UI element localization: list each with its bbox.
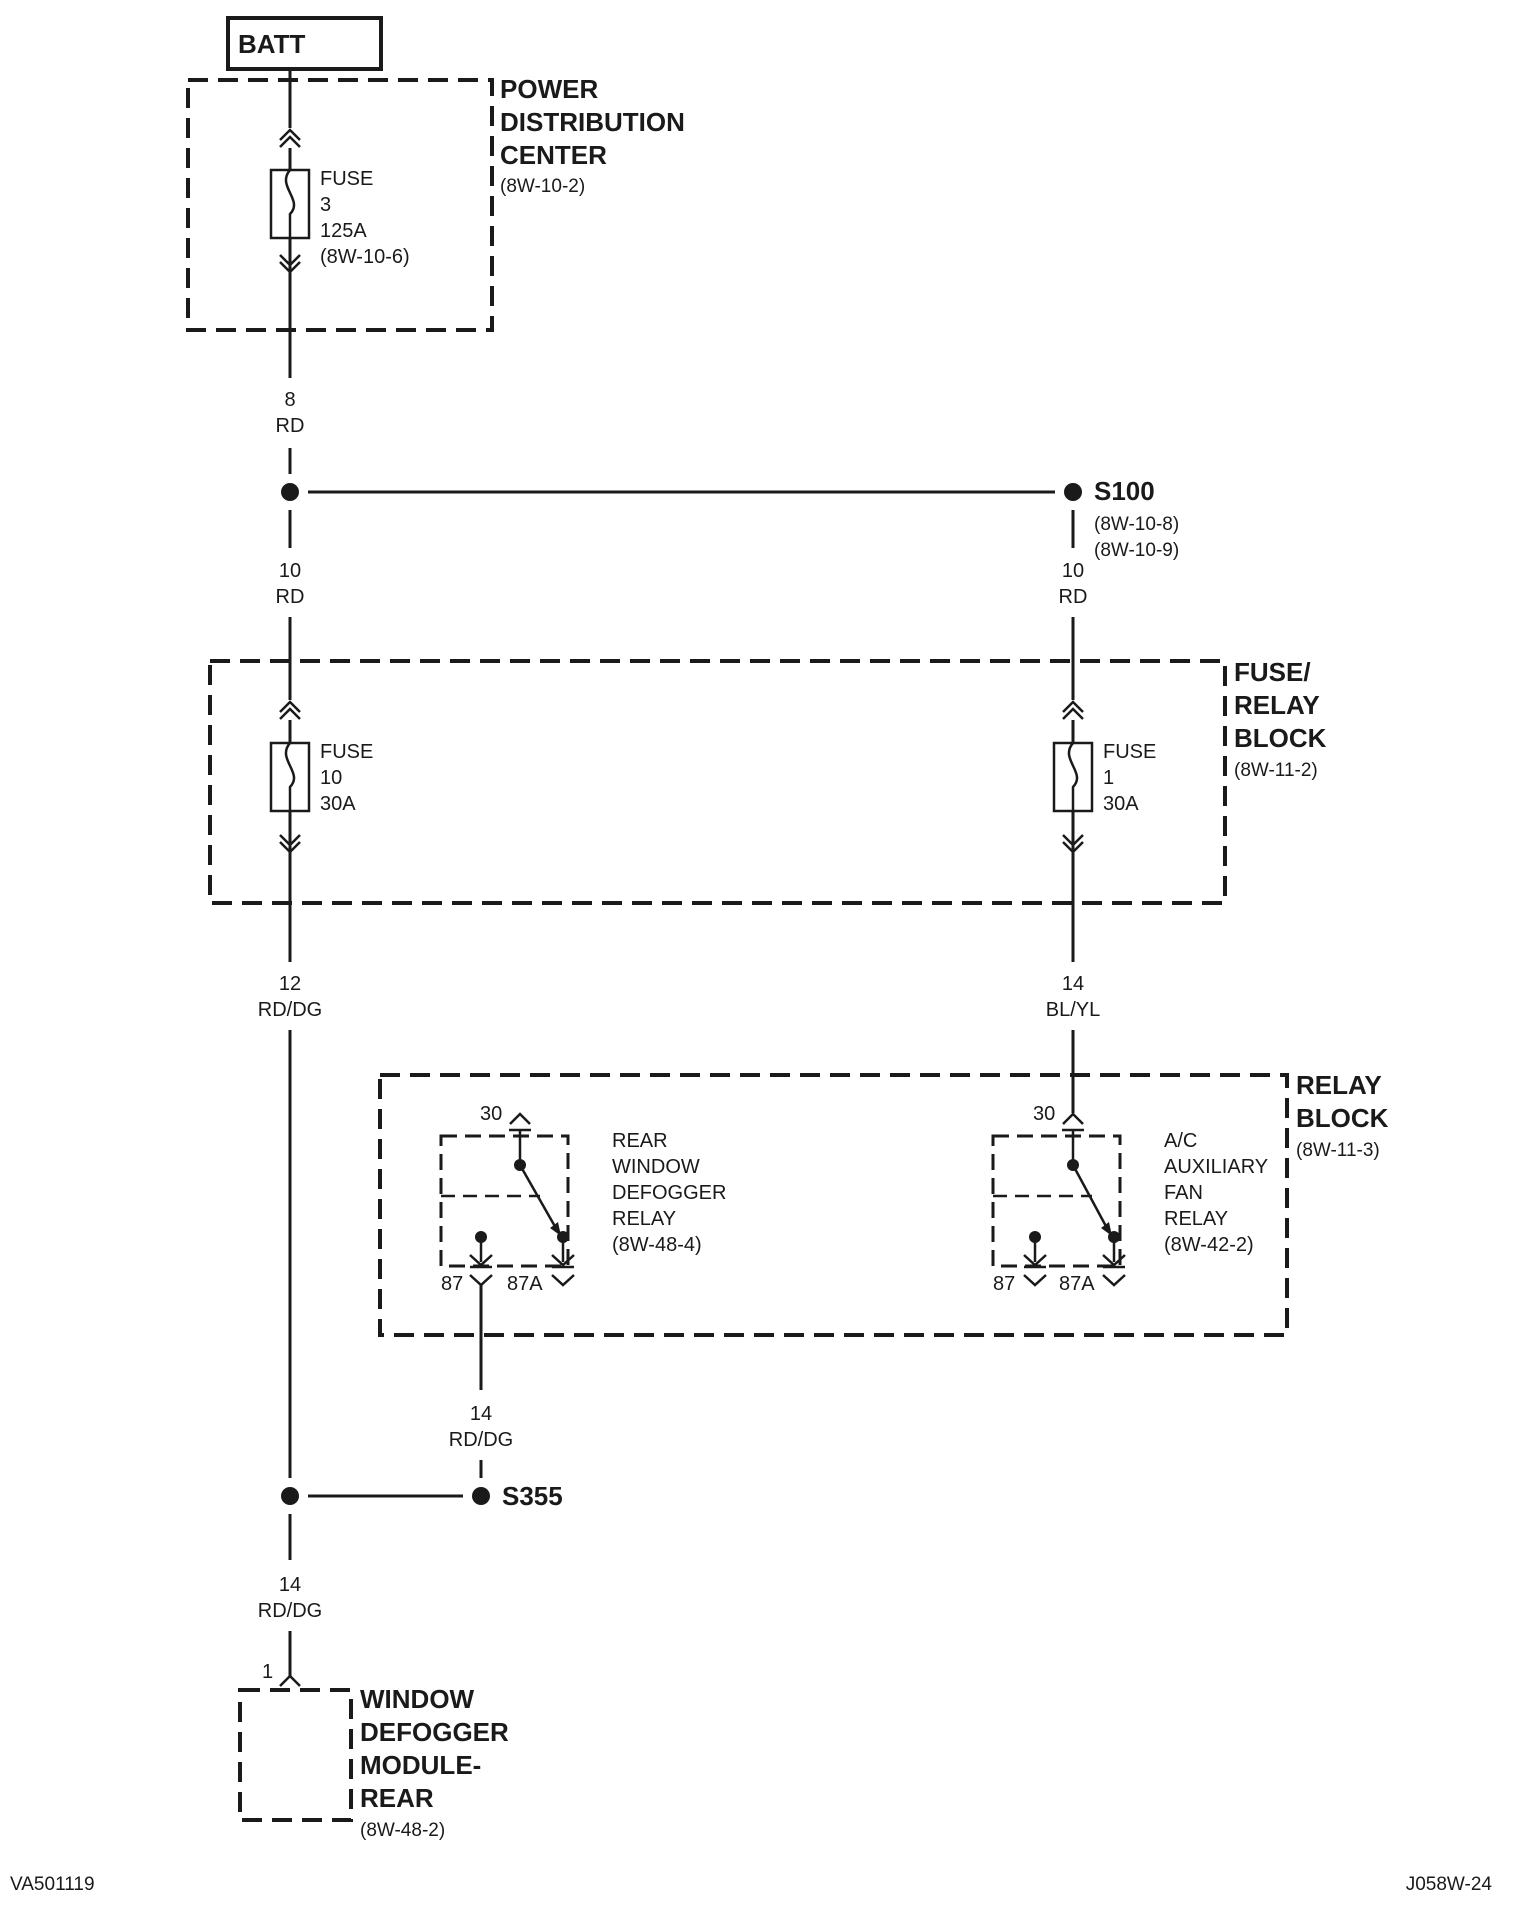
wire-10-left-color: RD xyxy=(276,586,305,608)
ac-aux-fan-relay xyxy=(991,1112,1126,1287)
fuse-10-label-2: 10 xyxy=(320,767,342,789)
ac-relay-label-4: RELAY xyxy=(1164,1208,1228,1230)
s100-label: S100 xyxy=(1094,476,1155,506)
rear-relay-label-3: DEFOGGER xyxy=(612,1182,726,1204)
fuse-1-label-1: FUSE xyxy=(1103,741,1156,763)
splice-s355 xyxy=(472,1487,490,1505)
s355-label: S355 xyxy=(502,1481,563,1511)
battery-box xyxy=(226,16,383,71)
wire-14-rddg-relay-gauge: 14 xyxy=(470,1403,492,1425)
wire-10-left-gauge: 10 xyxy=(279,560,301,582)
wire-14-rddg-module-color: RD/DG xyxy=(258,1600,322,1622)
fuse-3-label-2: 3 xyxy=(320,194,331,216)
rear-relay-label-1: REAR xyxy=(612,1130,668,1152)
ac-relay-pin87a: 87A xyxy=(1059,1273,1095,1295)
s100-ref-2: (8W-10-9) xyxy=(1094,540,1179,561)
pdc-title-1: POWER xyxy=(500,74,598,104)
fuse-1-label-3: 30A xyxy=(1103,793,1139,815)
pdc-box xyxy=(186,78,494,332)
wire-8-gauge: 8 xyxy=(284,389,295,411)
rear-relay-label-2: WINDOW xyxy=(612,1156,700,1178)
s100-ref-1: (8W-10-8) xyxy=(1094,514,1179,535)
wire-8-color: RD xyxy=(276,415,305,437)
footer-left: VA501119 xyxy=(10,1874,95,1895)
module-ref: (8W-48-2) xyxy=(360,1820,445,1841)
rb-ref: (8W-11-3) xyxy=(1296,1140,1380,1161)
pdc-title-2: DISTRIBUTION xyxy=(500,107,685,137)
splice-s100 xyxy=(1064,483,1082,501)
module-title-1: WINDOW xyxy=(360,1684,475,1714)
splice-left-bottom xyxy=(281,1487,299,1505)
wire-10-right-gauge: 10 xyxy=(1062,560,1084,582)
wire-12-gauge: 12 xyxy=(279,973,301,995)
frb-title-3: BLOCK xyxy=(1234,723,1327,753)
module-title-4: REAR xyxy=(360,1783,434,1813)
defogger-module-box xyxy=(238,1688,353,1822)
rear-defogger-relay xyxy=(439,1112,575,1287)
wire-14-rddg-relay-color: RD/DG xyxy=(449,1429,513,1451)
splice-left-top xyxy=(281,483,299,501)
footer-right: J058W-24 xyxy=(1406,1874,1493,1895)
battery-label: BATT xyxy=(238,29,306,59)
relay-block-box xyxy=(378,1073,1289,1337)
module-pin: 1 xyxy=(262,1661,273,1683)
fuse-3-label-1: FUSE xyxy=(320,168,373,190)
wire-14-rddg-module-gauge: 14 xyxy=(279,1574,301,1596)
frb-title-1: FUSE/ xyxy=(1234,657,1311,687)
frb-title-2: RELAY xyxy=(1234,690,1320,720)
module-title-2: DEFOGGER xyxy=(360,1717,509,1747)
frb-ref: (8W-11-2) xyxy=(1234,760,1318,781)
fuse-1-symbol xyxy=(1052,700,1094,854)
wire-10-right-color: RD xyxy=(1059,586,1088,608)
ac-relay-label-1: A/C xyxy=(1164,1130,1197,1152)
rear-relay-label-4: RELAY xyxy=(612,1208,676,1230)
rear-relay-pin87: 87 xyxy=(441,1273,463,1295)
ac-relay-pin30: 30 xyxy=(1033,1103,1055,1125)
rear-relay-pin30: 30 xyxy=(480,1103,502,1125)
pdc-title-3: CENTER xyxy=(500,140,607,170)
fuse-3-label-4: (8W-10-6) xyxy=(320,246,410,268)
fuse-3-label-3: 125A xyxy=(320,220,367,242)
ac-relay-label-2: AUXILIARY xyxy=(1164,1156,1268,1178)
rb-title-1: RELAY xyxy=(1296,1070,1382,1100)
fuse-10-label-3: 30A xyxy=(320,793,356,815)
rear-relay-label-5: (8W-48-4) xyxy=(612,1234,702,1256)
ac-relay-pin87: 87 xyxy=(993,1273,1015,1295)
pdc-ref: (8W-10-2) xyxy=(500,176,585,197)
rb-title-2: BLOCK xyxy=(1296,1103,1389,1133)
rear-relay-pin87a: 87A xyxy=(507,1273,543,1295)
fuse-1-label-2: 1 xyxy=(1103,767,1114,789)
fuse-10-label-1: FUSE xyxy=(320,741,373,763)
wire-14-blyl-color: BL/YL xyxy=(1046,999,1100,1021)
module-title-3: MODULE- xyxy=(360,1750,481,1780)
ac-relay-label-3: FAN xyxy=(1164,1182,1203,1204)
ac-relay-label-5: (8W-42-2) xyxy=(1164,1234,1254,1256)
fuse-10-symbol xyxy=(269,700,311,854)
wire-12-color: RD/DG xyxy=(258,999,322,1021)
wire-14-blyl-gauge: 14 xyxy=(1062,973,1084,995)
